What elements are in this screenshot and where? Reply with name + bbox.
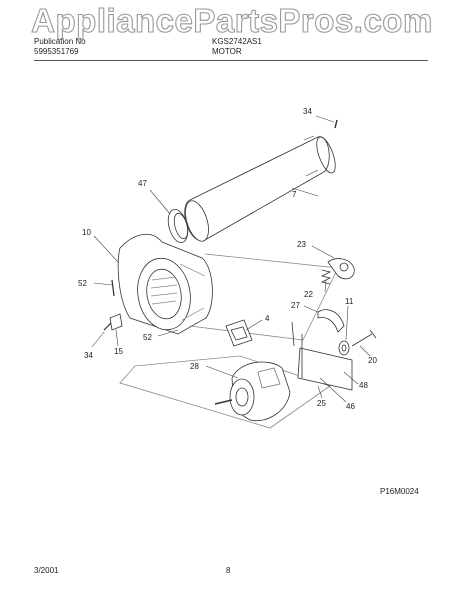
- screw-left: [111, 279, 115, 297]
- callout-20: 20: [368, 356, 377, 365]
- leader-lines: [91, 115, 371, 403]
- callout-15: 15: [114, 347, 123, 356]
- thermostat-clip: [109, 313, 123, 331]
- callout-23: 23: [297, 240, 306, 249]
- callout-28: 28: [190, 362, 199, 371]
- spring: [320, 269, 332, 285]
- section-title: MOTOR: [212, 47, 242, 56]
- callout-10: 10: [82, 228, 91, 237]
- seal-ring: [167, 209, 189, 243]
- figure-reference: P16M0024: [380, 487, 419, 496]
- header-divider: [34, 60, 428, 61]
- idler-pulley: [338, 340, 350, 356]
- footer-date: 3/2001: [34, 566, 59, 575]
- callout-11: 11: [345, 297, 354, 306]
- model-number: KGS2742AS1: [212, 37, 262, 46]
- callout-48: 48: [359, 381, 368, 390]
- callout-46: 46: [346, 402, 355, 411]
- centrifugal-switch: [327, 258, 355, 280]
- screw-top: [334, 119, 338, 129]
- footer-page-number: 8: [226, 566, 231, 575]
- callout-7: 7: [292, 190, 297, 199]
- base-plate-lower: [119, 355, 331, 429]
- bracket-post: [291, 321, 295, 347]
- callout-25: 25: [317, 399, 326, 408]
- model-header: KGS2742AS1 MOTOR: [212, 37, 262, 57]
- blower-housing: [117, 234, 213, 335]
- publication-label: Publication No: [34, 37, 86, 46]
- shoulder-bolt: [351, 329, 377, 347]
- callout-52-upper: 52: [78, 279, 87, 288]
- motor: [214, 361, 291, 422]
- callout-4: 4: [265, 314, 270, 323]
- callout-34-lower: 34: [84, 351, 93, 360]
- publication-number: 5995351769: [34, 47, 79, 56]
- callout-27: 27: [291, 301, 300, 310]
- exhaust-duct: [184, 135, 336, 242]
- callout-22: 22: [304, 290, 313, 299]
- motor-bracket: [225, 319, 253, 347]
- idler-bracket: [297, 334, 353, 391]
- idler-arm: [317, 309, 345, 333]
- callout-47: 47: [138, 179, 147, 188]
- publication-header: Publication No 5995351769: [34, 37, 86, 57]
- callout-52-lower: 52: [143, 333, 152, 342]
- callout-34-top: 34: [303, 107, 312, 116]
